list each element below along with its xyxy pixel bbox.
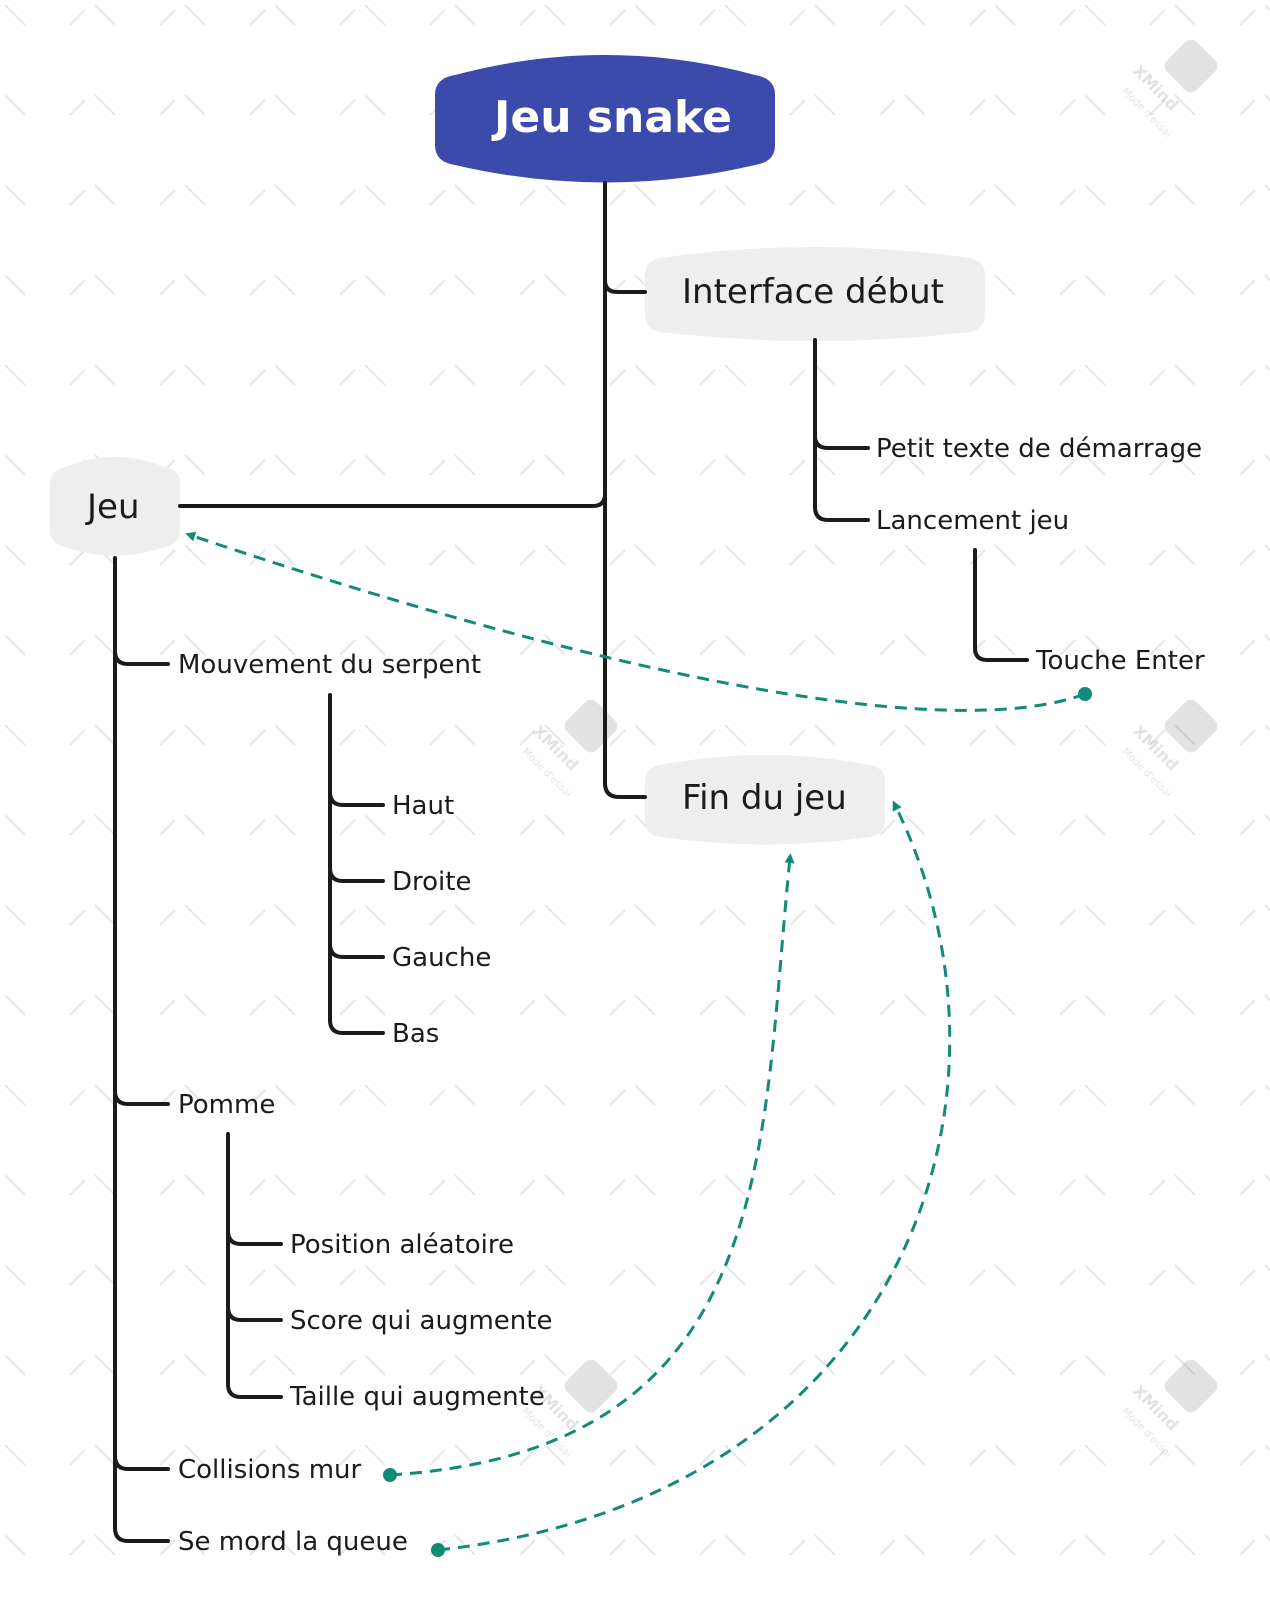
subtopic-touche-enter[interactable]: Touche Enter [1036, 646, 1205, 676]
watermark: XMind Mode d'essai [520, 700, 618, 800]
relationship-collisions-to-fin [389, 853, 795, 1477]
relationship-mord-to-fin [437, 800, 952, 1552]
relationship-start-mord [431, 1543, 445, 1557]
subtopic-position[interactable]: Position aléatoire [290, 1230, 515, 1260]
relationship-start-touche [1078, 687, 1092, 701]
connector-mouvement-trunk [328, 693, 385, 1035]
subtopic-score[interactable]: Score qui augmente [290, 1306, 553, 1336]
connector-interface-petit [813, 434, 870, 450]
connector-jeu-mouvement [113, 649, 170, 666]
subtopic-collisions[interactable]: Collisions mur [178, 1455, 362, 1485]
subtopic-gauche[interactable]: Gauche [392, 943, 492, 973]
subtopic-haut[interactable]: Haut [392, 791, 455, 821]
subtopic-droite[interactable]: Droite [392, 867, 472, 897]
root-node-shape[interactable] [435, 55, 775, 183]
subtopic-taille[interactable]: Taille qui augmente [290, 1382, 545, 1412]
topic-fin-label[interactable]: Fin du jeu [682, 778, 847, 818]
subtopic-petit-texte[interactable]: Petit texte de démarrage [876, 434, 1203, 464]
connector-pomme-score [226, 1305, 283, 1322]
subtopic-bas[interactable]: Bas [392, 1019, 440, 1049]
subtopic-mouvement[interactable]: Mouvement du serpent [178, 650, 482, 680]
connector-jeu-trunk [113, 556, 170, 1543]
topic-jeu-label[interactable]: Jeu [87, 487, 140, 527]
topic-jeu-shape[interactable] [50, 457, 180, 556]
connector-mouvement-gauche [328, 942, 385, 959]
watermark: XMind Mode d'essai [520, 1360, 618, 1460]
connector-mouvement-droite [328, 866, 385, 883]
watermark: XMind Mode d'essai [1120, 700, 1218, 800]
connector-pomme-position [226, 1229, 283, 1246]
subtopic-pomme[interactable]: Pomme [178, 1090, 276, 1120]
connector-mouvement-haut [328, 790, 385, 807]
topic-interface-label[interactable]: Interface début [682, 272, 944, 312]
connector-root-jeu [178, 492, 607, 508]
watermark: XMind Mode d'essai [1120, 1360, 1218, 1460]
connector-root-trunk [603, 181, 647, 799]
relationship-start-collisions [383, 1468, 397, 1482]
connector-pomme-trunk [226, 1132, 283, 1399]
connector-lancement-touche [973, 548, 1029, 662]
topic-interface-shape[interactable] [645, 247, 985, 341]
topic-fin-shape[interactable] [645, 755, 885, 845]
subtopic-mord[interactable]: Se mord la queue [178, 1527, 408, 1557]
connector-jeu-collisions [113, 1454, 170, 1471]
relationship-touche-to-jeu [185, 531, 1086, 712]
root-label[interactable]: Jeu snake [494, 92, 732, 143]
watermark: XMind Mode d'essai [1120, 40, 1218, 140]
connector-jeu-pomme [113, 1089, 170, 1106]
subtopic-lancement[interactable]: Lancement jeu [876, 506, 1070, 536]
connector-root-interface [603, 278, 647, 294]
connector-interface-trunk [813, 338, 870, 522]
